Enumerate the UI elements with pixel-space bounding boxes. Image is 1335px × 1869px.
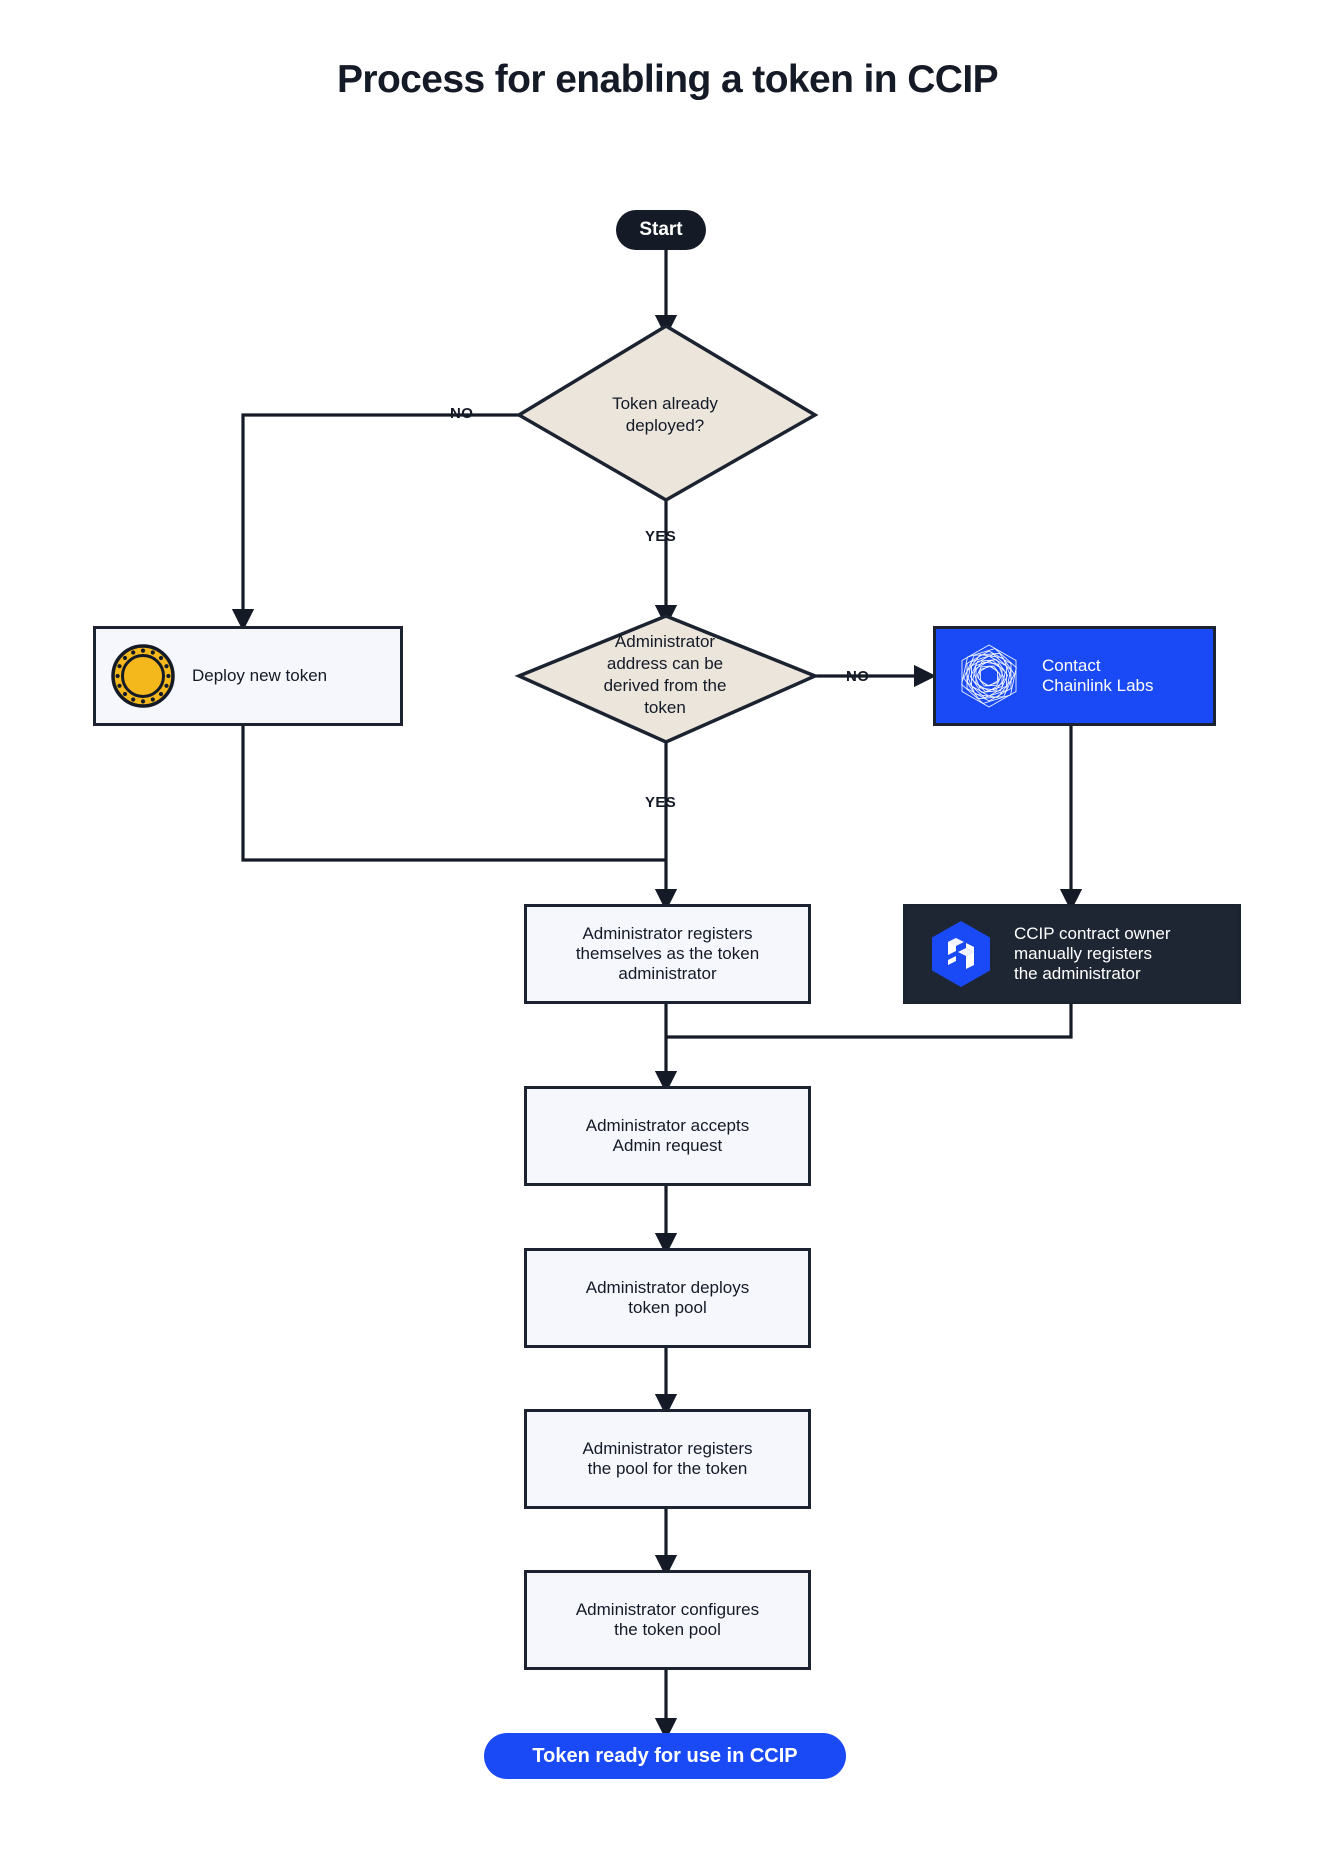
node-admin-registers-pool-line1: Administrator registers xyxy=(582,1439,753,1458)
page-title: Process for enabling a token in CCIP xyxy=(336,58,999,101)
node-admin-deploys-pool-line2: token pool xyxy=(628,1298,707,1317)
node-end[interactable]: Token ready for use in CCIP xyxy=(484,1733,846,1779)
node-admin-configures-pool[interactable]: Administrator configures the token pool xyxy=(524,1570,811,1670)
edge-label-yes-admin-derived: YES xyxy=(645,794,677,811)
node-contact-chainlink-labs-line1: Contact xyxy=(1042,656,1101,675)
edge-label-yes-token-deployed: YES xyxy=(645,528,677,545)
node-admin-accepts-request[interactable]: Administrator accepts Admin request xyxy=(524,1086,811,1186)
node-admin-deploys-pool[interactable]: Administrator deploys token pool xyxy=(524,1248,811,1348)
node-admin-registers-self-line3: administrator xyxy=(618,964,717,983)
decision-admin-derived-line1: Administrator xyxy=(614,631,716,651)
decision-admin-derived-line3: derived from the xyxy=(603,676,727,695)
node-ccip-contract-owner[interactable]: CCIP contract owner manually registers t… xyxy=(903,904,1241,1004)
node-start[interactable]: Start xyxy=(616,210,706,250)
decision-admin-derived-line2: address can be xyxy=(606,653,724,673)
node-end-label: Token ready for use in CCIP xyxy=(532,1745,798,1767)
node-admin-configures-pool-line1: Administrator configures xyxy=(575,1600,760,1619)
node-contact-chainlink-labs-line2: Chainlink Labs xyxy=(1042,676,1154,695)
node-ccip-contract-owner-line3: the administrator xyxy=(1014,964,1141,983)
node-admin-registers-self[interactable]: Administrator registers themselves as th… xyxy=(524,904,811,1004)
node-start-label: Start xyxy=(639,218,683,240)
decision-admin-derived-line4: token xyxy=(644,698,686,718)
node-admin-configures-pool-line2: the token pool xyxy=(614,1620,721,1639)
chainlink-logo-icon xyxy=(961,644,1017,708)
decision-token-deployed-line1: Token already xyxy=(612,393,718,413)
node-ccip-contract-owner-line2: manually registers xyxy=(1014,944,1152,963)
decision-token-deployed-line2: deployed? xyxy=(625,416,705,435)
decision-admin-derived-shape xyxy=(514,614,820,744)
node-admin-deploys-pool-line1: Administrator deploys xyxy=(585,1278,750,1297)
node-admin-registers-pool-line2: the pool for the token xyxy=(587,1459,748,1478)
node-admin-registers-self-line1: Administrator registers xyxy=(582,924,753,943)
edge-label-no-token-deployed: NO xyxy=(450,405,474,422)
node-contact-chainlink-labs[interactable]: Contact Chainlink Labs xyxy=(933,626,1216,726)
ccip-logo-icon xyxy=(932,921,990,987)
node-deploy-new-token[interactable]: Deploy new token xyxy=(93,626,403,726)
node-decision-token-deployed[interactable]: Token already deployed? xyxy=(530,370,800,460)
edge-label-no-admin-derived: NO xyxy=(846,668,870,685)
decision-token-deployed-shape xyxy=(515,323,819,503)
node-admin-accepts-request-line1: Administrator accepts xyxy=(585,1116,750,1135)
node-admin-registers-self-line2: themselves as the token xyxy=(575,944,760,963)
node-decision-admin-derived[interactable]: Administrator address can be derived fro… xyxy=(540,620,790,730)
node-ccip-contract-owner-line1: CCIP contract owner xyxy=(1014,924,1171,943)
node-deploy-new-token-label: Deploy new token xyxy=(192,665,328,685)
coin-icon xyxy=(111,644,175,708)
node-admin-registers-pool[interactable]: Administrator registers the pool for the… xyxy=(524,1409,811,1509)
node-admin-accepts-request-line2: Admin request xyxy=(612,1136,723,1155)
